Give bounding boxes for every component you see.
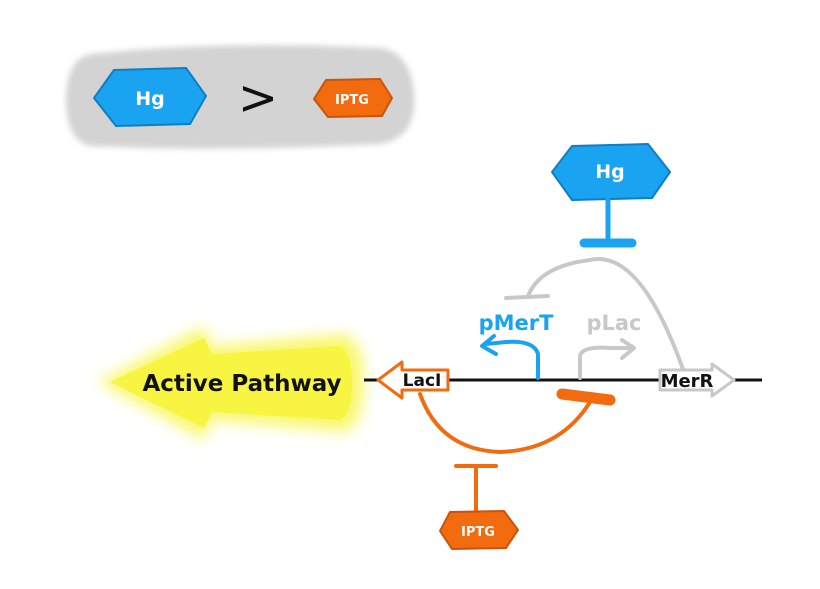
gene-merr: MerR — [658, 362, 736, 398]
laci-gene-label: LacI — [403, 371, 442, 391]
legend-iptg-molecule: IPTG — [313, 78, 393, 118]
laci-arc-line — [418, 392, 592, 455]
iptg-inducer: IPTG — [439, 464, 519, 550]
hg-inducer: Hg — [551, 143, 671, 248]
legend-iptg-label: IPTG — [335, 93, 369, 108]
promoter-pmert: pMerT — [479, 311, 555, 380]
legend-hg-molecule: Hg — [93, 67, 207, 127]
merr-gene-arrow — [658, 362, 736, 398]
merr-gene-label: MerR — [661, 371, 714, 392]
legend-hg-label: Hg — [135, 88, 165, 110]
iptg-inducer-label: IPTG — [461, 525, 495, 540]
hg-inducer-label: Hg — [595, 161, 625, 183]
pathway-label: Active Pathway — [142, 371, 341, 397]
active-pathway-arrow: Active Pathway — [98, 326, 364, 440]
pmert-promoter-label: pMerT — [479, 311, 555, 335]
plac-promoter-label: pLac — [586, 311, 641, 335]
merr-arc-line — [526, 256, 686, 374]
merr-repression-bar — [504, 294, 550, 300]
gene-laci: LacI — [376, 360, 450, 400]
hg-inducer-hexagon — [551, 143, 671, 201]
laci-repression-arc — [418, 388, 616, 455]
iptg-inducer-hexagon — [439, 510, 519, 550]
pmert-promoter-arrow — [484, 339, 540, 380]
plac-promoter-arrow — [578, 345, 632, 380]
legend-greater-than: > — [238, 70, 278, 126]
pmert-promoter-arrowhead — [480, 334, 498, 356]
promoter-plac: pLac — [578, 311, 642, 380]
merr-repression-arc — [504, 256, 686, 374]
pathway-arrow-body — [110, 338, 352, 428]
hg-hexagon-shape — [93, 67, 207, 127]
plac-promoter-arrowhead — [620, 338, 636, 360]
legend-panel: Hg > IPTG — [66, 45, 415, 149]
laci-gene-arrow — [376, 360, 450, 400]
iptg-hexagon-shape — [313, 78, 393, 118]
laci-repression-bar — [556, 388, 616, 406]
